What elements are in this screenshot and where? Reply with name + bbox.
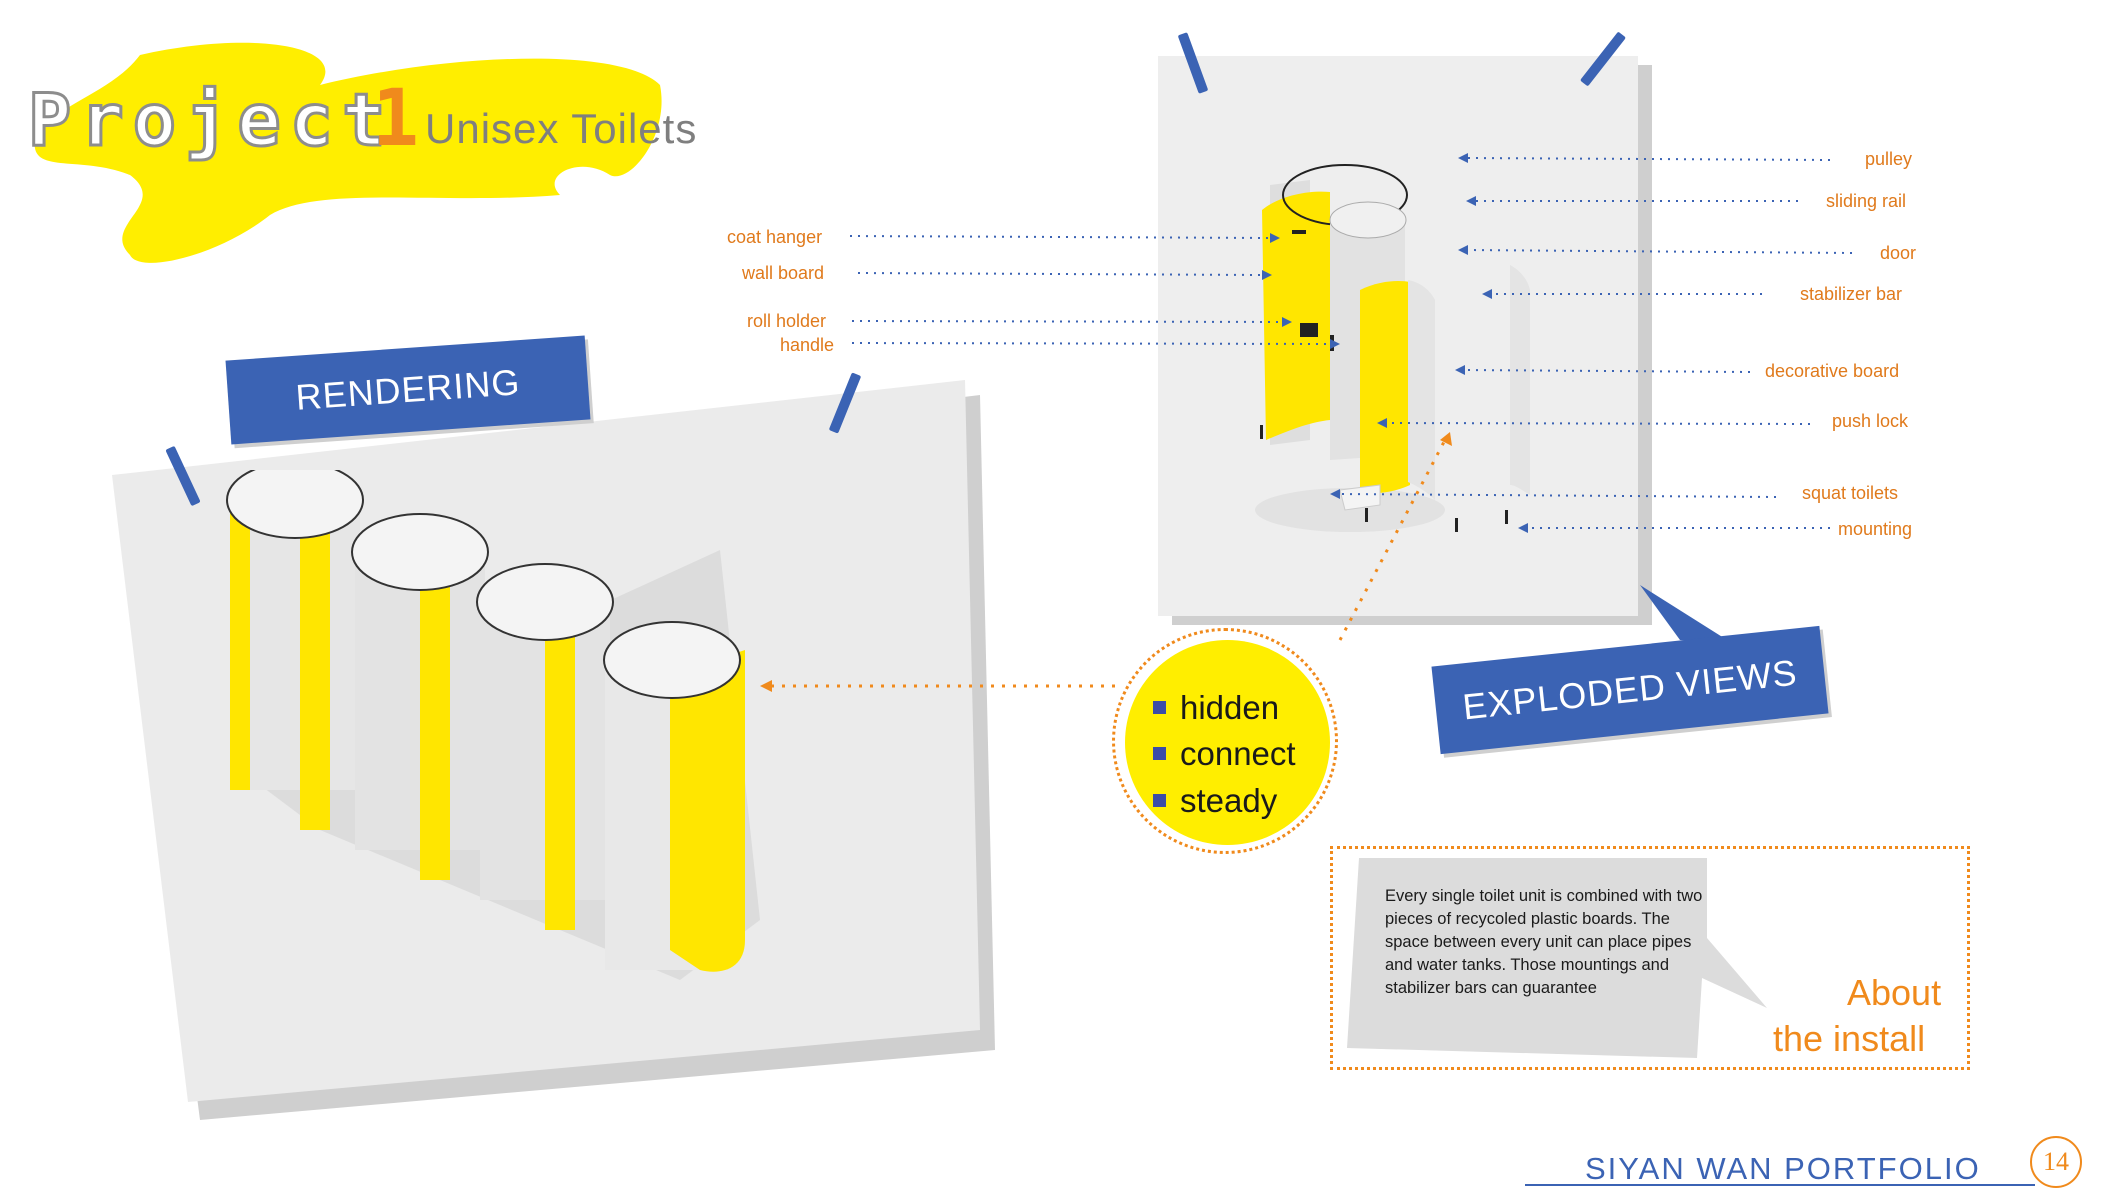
toilet-unit [603,621,745,972]
exploded-image [1255,164,1530,532]
toilet-unit [226,470,364,830]
footer-rule [1525,1184,2035,1186]
toilet-unit [476,563,614,930]
portfolio-label: SIYAN WAN PORTFOLIO [1585,1151,1981,1186]
speech-bubble [1347,858,1767,1058]
feature-label: hidden [1180,689,1280,726]
label-coat-hanger: coat hanger [727,227,823,247]
yellow-brush-blob [34,42,662,263]
feature-item: hidden [1153,691,1279,724]
label-roll-holder: roll holder [747,311,827,331]
about-dotted-frame [1330,846,1970,1070]
label-handle: handle [780,335,835,355]
label-door: door [1880,243,1917,263]
about-heading-line1: About [1847,972,1942,1013]
label-push-lock: push lock [1832,411,1909,431]
project-title: Project [26,78,395,162]
yellow-circle [1125,640,1330,845]
ribbon-tail [1640,585,1735,645]
label-squat-toilets: squat toilets [1802,483,1899,503]
label-stabilizer-bar: stabilizer bar [1800,284,1903,304]
bullet-icon [1153,700,1166,714]
feature-label: connect [1180,735,1296,772]
label-decorative-board: decorative board [1765,361,1900,381]
label-pulley: pulley [1865,149,1913,169]
circle-dotted-ring [1112,628,1338,854]
label-mounting: mounting [1838,519,1913,539]
feature-label: steady [1180,782,1278,819]
about-heading-line2: the install [1773,1018,1926,1059]
rendering-image [226,470,760,980]
page-number: 14 [2030,1136,2082,1188]
project-subtitle: Unisex Toilets [425,105,698,152]
bullet-icon [1153,793,1166,807]
bullet-icon [1153,746,1166,760]
feature-item: connect [1153,737,1296,770]
label-wall-board: wall board [742,263,825,283]
project-number: 1 [372,74,419,164]
feature-item: steady [1153,784,1277,817]
label-sliding-rail: sliding rail [1826,191,1907,211]
exploded-ribbon-label: EXPLODED VIEWS [1460,651,1800,728]
toilet-unit [351,513,489,880]
about-body: Every single toilet unit is combined wit… [1385,887,1703,997]
